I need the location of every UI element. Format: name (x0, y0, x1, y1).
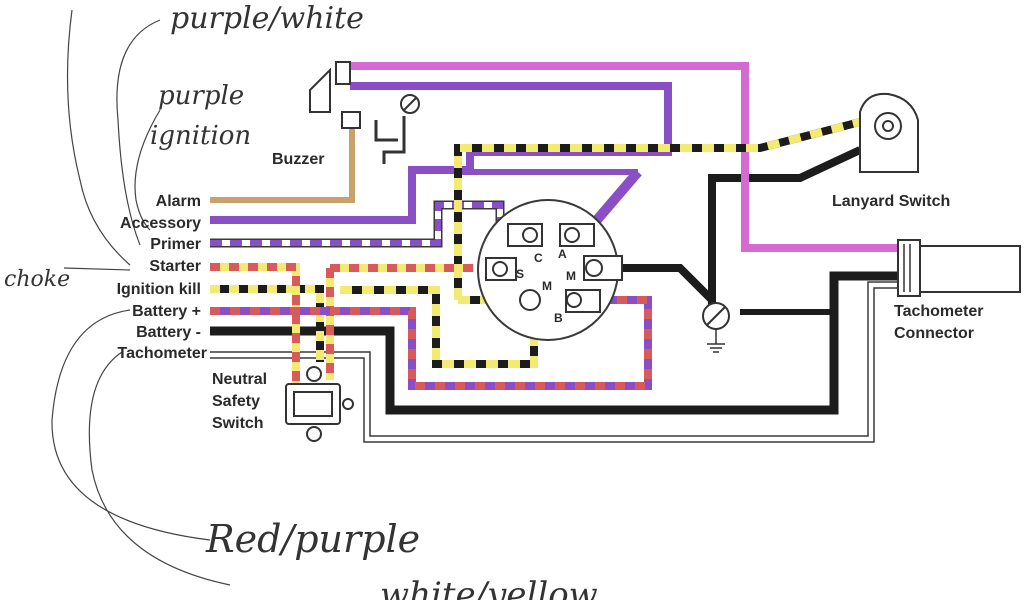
handwritten-leader-lines (51, 9, 231, 586)
buzzer-label: Buzzer (272, 151, 324, 168)
ignition-switch: A C S M M B (477, 199, 623, 341)
wire-label-accessory: Accessory (120, 215, 201, 232)
lanyard-switch-icon (859, 92, 919, 173)
handwritten-purple: purple (158, 81, 244, 111)
buzzer-icon (309, 61, 420, 164)
wire-label-primer: Primer (150, 236, 201, 253)
handwritten-purple-white: purple/white (170, 1, 364, 36)
handwritten-choke: choke (4, 267, 70, 292)
terminal-label-m-right: M (566, 269, 576, 283)
handwritten-bottom-partial: white/yellow (380, 575, 598, 600)
handwritten-red-purple: Red/purple (205, 517, 420, 561)
neutral-switch-label-1: Neutral (212, 371, 267, 388)
neutral-safety-switch-icon (285, 366, 354, 442)
neutral-switch-label-2: Safety (212, 393, 260, 410)
purple-ignition-wire (210, 82, 672, 224)
terminal-m-black-wire (620, 264, 715, 303)
primer-purple-white-wire (210, 200, 505, 248)
battery-positive-red-purple-wire (210, 296, 652, 390)
neutral-switch-label-3: Switch (212, 415, 264, 432)
terminal-label-a: A (558, 247, 567, 261)
lanyard-switch-label: Lanyard Switch (832, 193, 950, 210)
wire-label-battery-positive: Battery + (132, 303, 201, 320)
wire-label-tachometer: Tachometer (117, 345, 207, 362)
tachometer-connector-label-2: Connector (894, 325, 974, 342)
tan-alarm-wire (210, 122, 355, 203)
terminal-label-m-center: M (542, 279, 552, 293)
terminal-label-s: S (516, 267, 524, 281)
ground-screw-icon (702, 302, 730, 353)
terminal-m-center-screw (519, 289, 541, 311)
tachometer-connector-label-1: Tachometer (894, 303, 984, 320)
wire-label-ignition-kill: Ignition kill (117, 281, 201, 298)
purple-a-wire (586, 168, 642, 232)
tachometer-connector-icon (897, 239, 1021, 297)
wire-label-alarm: Alarm (156, 193, 201, 210)
tachometer-white-wire (210, 281, 900, 443)
wire-label-starter: Starter (149, 258, 201, 275)
lanyard-black-wire (708, 146, 862, 312)
handwritten-ignition: ignition (150, 121, 251, 151)
starter-red-yellow-wire (210, 263, 474, 390)
battery-negative-black-wire (210, 271, 900, 415)
m-terminal-yellow-black-loop (340, 286, 538, 368)
wire-label-battery-negative: Battery - (136, 324, 201, 341)
terminal-label-c: C (534, 251, 543, 265)
terminal-label-b: B (554, 311, 563, 325)
pink-tach-wire (342, 62, 900, 252)
